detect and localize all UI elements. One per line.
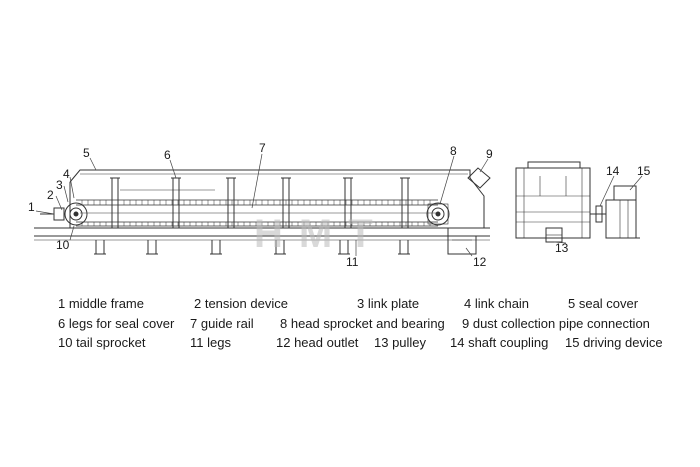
legend-item-9: 9 dust collection pipe connection	[462, 316, 650, 331]
frame-leg	[94, 240, 106, 255]
frame-leg	[210, 240, 222, 255]
legend-item-8: 8 head sprocket and bearing	[280, 316, 445, 331]
legend-item-1: 1 middle frame	[58, 296, 144, 311]
legend-item-15: 15 driving device	[565, 335, 663, 350]
head-outlet	[447, 228, 477, 255]
conveyor-end-view	[515, 161, 640, 243]
seal-cover-leg	[343, 177, 353, 228]
legend-item-2: 2 tension device	[194, 296, 288, 311]
callout-8: 8	[450, 144, 457, 158]
callout-14: 14	[606, 164, 620, 178]
head-sprocket	[426, 202, 450, 226]
legend-item-3: 3 link plate	[357, 296, 420, 311]
callout-12: 12	[473, 255, 487, 269]
frame-leg	[274, 240, 286, 255]
callout-9: 9	[486, 147, 493, 161]
callout-6: 6	[164, 148, 171, 162]
leader-lines	[35, 153, 643, 257]
legend-item-5: 5 seal cover	[568, 296, 639, 311]
legend-item-14: 14 shaft coupling	[450, 335, 549, 350]
legend-item-12: 12 head outlet	[276, 335, 359, 350]
legend-item-13: 13 pulley	[374, 335, 427, 350]
callout-2: 2	[47, 188, 54, 202]
legend-item-10: 10 tail sprocket	[58, 335, 146, 350]
frame-leg	[398, 240, 410, 255]
driving-device	[605, 185, 640, 239]
frame-leg	[338, 240, 350, 255]
seal-cover-leg	[226, 177, 236, 228]
callout-5: 5	[83, 146, 90, 160]
frame-leg	[146, 240, 158, 255]
legend-item-4: 4 link chain	[464, 296, 530, 311]
callout-11: 11	[346, 255, 359, 269]
callout-15: 15	[637, 164, 651, 178]
callout-1: 1	[28, 200, 35, 214]
seal-cover-leg	[110, 177, 120, 228]
callout-3: 3	[56, 178, 63, 192]
callout-7: 7	[259, 141, 266, 155]
dust-pipe	[467, 167, 491, 189]
legend-item-7: 7 guide rail	[190, 316, 254, 331]
callout-4: 4	[63, 167, 70, 181]
callout-10: 10	[56, 238, 70, 252]
legend-item-6: 6 legs for seal cover	[58, 316, 175, 331]
link-chain	[76, 199, 438, 227]
watermark: HMT	[254, 212, 389, 256]
seal-cover	[69, 169, 485, 228]
tail-sprocket	[64, 202, 88, 226]
conveyor-side-view	[34, 167, 491, 255]
shaft-coupling	[590, 205, 606, 223]
legend-item-11: 11 legs	[190, 335, 231, 350]
seal-cover-leg	[281, 177, 291, 228]
callout-13: 13	[555, 241, 569, 255]
seal-cover-leg	[400, 177, 410, 228]
